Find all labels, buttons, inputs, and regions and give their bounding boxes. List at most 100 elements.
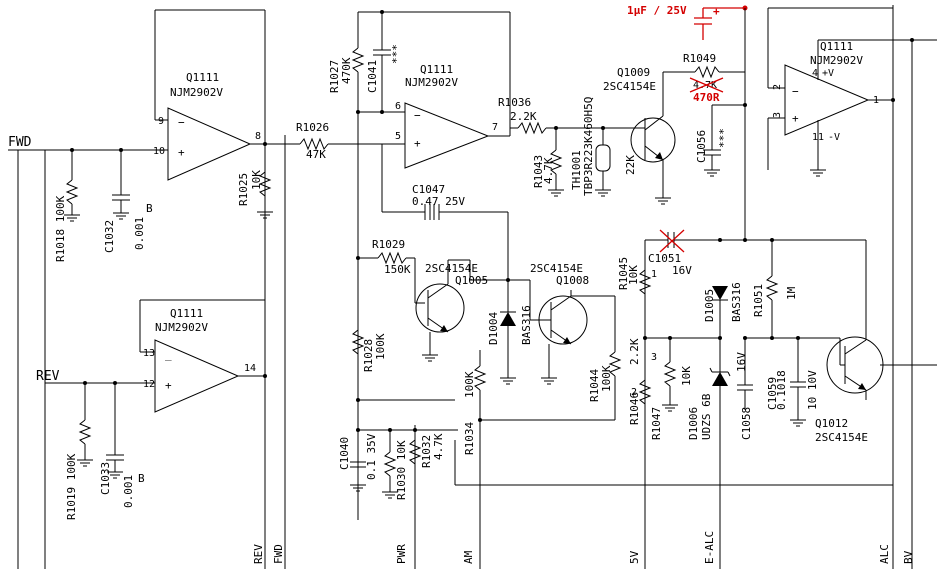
th1001-part-label: TBP3R223K460H5Q	[582, 97, 595, 196]
u3-part-label: NJM2902V	[405, 76, 458, 89]
bus-label-5v: 5V	[628, 550, 641, 564]
capacitor-c1040: C1040 0.1 35V	[338, 428, 458, 492]
u1-part-label: NJM2902V	[170, 86, 223, 99]
rev-input-label: REV	[36, 369, 60, 384]
svg-text:+: +	[792, 112, 799, 125]
c1056-val-label: ***	[717, 128, 730, 148]
r1028-val-label: 100K	[374, 333, 387, 360]
q1009-label: Q1009	[617, 66, 650, 79]
svg-text:−: −	[178, 116, 185, 129]
r1026-val-label: 47K	[306, 148, 326, 161]
u4-part-label: NJM2902V	[810, 54, 863, 67]
resistor-r1032: R1032 4.7K	[408, 428, 445, 468]
pin3-label: 3	[651, 352, 657, 363]
u1-p9-label: 9	[158, 116, 164, 127]
added-capacitor: + 1µF / 25V	[627, 4, 748, 40]
d1006-part-label: UDZS 6B	[700, 393, 713, 440]
r1025-val-label: 10K	[250, 170, 263, 190]
bus-label-pwr: PWR	[395, 544, 408, 564]
r1044-val-label: 100K	[600, 365, 613, 392]
d1005-label: D1005	[703, 289, 716, 322]
diode-d1005: D1005 BAS316	[703, 282, 743, 340]
r1046-label: R1046	[628, 392, 641, 425]
svg-text:_: _	[165, 348, 172, 361]
capacitor-c1051: C1051 16V	[645, 229, 780, 277]
r1049-new-label: 470R	[693, 91, 720, 104]
c1059-label: C1059	[766, 377, 779, 410]
c1033-label: C1033	[99, 462, 112, 495]
r1034-val-label: 100K	[463, 371, 476, 398]
capacitor-c1058: C1058 16V 0.1018	[735, 336, 788, 440]
bus-label-rev: REV	[252, 544, 265, 564]
r1027-label: R1027	[328, 60, 341, 93]
c1033-b-label: B	[138, 472, 145, 485]
opamp-u2: _ + Q1111 NJM2902V 13 12 14	[45, 299, 267, 413]
u4-p1-label: 1	[873, 95, 879, 106]
r1045-label: R1045	[617, 257, 630, 290]
u4-vp-label: +V	[822, 68, 834, 79]
svg-text:+: +	[165, 379, 172, 392]
c1059-val-label: 10 10V	[806, 370, 819, 410]
resistor-r1046: R1046 2.2K 2	[628, 338, 652, 425]
c1047-val-label: 0.47 25V	[412, 195, 465, 208]
opamp-u4: − + Q1111 NJM2902V 2 3 1 4 +V 11 -V	[767, 7, 937, 177]
r1051-val-label: 1M	[785, 286, 798, 300]
d1006-label: D1006	[687, 407, 700, 440]
resistor-r1019: R1019 100K	[65, 383, 93, 520]
capacitor-c1047: C1047 0.47 25V	[381, 144, 509, 280]
opamp-u1: − + Q1111 NJM2902V 9 10 8	[25, 9, 300, 181]
r1047-label: R1047	[650, 407, 663, 440]
c1018-label: 0.1018	[775, 370, 788, 410]
th1001-label: TH1001	[570, 150, 583, 190]
pin2-label: 2	[631, 387, 637, 398]
capacitor-c1033: C1033 0.001 B	[99, 383, 145, 508]
r1029-label: R1029	[372, 238, 405, 251]
c1051-val-label: 16V	[672, 264, 692, 277]
capacitor-c1059: C1059 10 10V	[766, 336, 819, 427]
bus-label-bv: BV	[902, 550, 915, 564]
c1033-val-label: 0.001	[122, 475, 135, 508]
bus-labels: REV FWD PWR AM 5V E-ALC ALC BV	[252, 531, 915, 564]
u3-p6-label: 6	[395, 101, 401, 112]
feedback-network: R1027 470K C1041 ***	[328, 10, 511, 136]
resistor-r1029: R1029 150K	[356, 238, 425, 304]
svg-text:−: −	[414, 109, 421, 122]
r1047-val-label: 10K	[680, 366, 693, 386]
r1027-val-label: 470K	[340, 57, 353, 84]
u2-p12-label: 12	[143, 379, 155, 390]
u2-ref-label: Q1111	[170, 307, 203, 320]
u1-p10-label: 10	[153, 146, 165, 157]
c1040-label: C1040	[338, 437, 351, 470]
resistor-r1049: R1049 4.7K 470R	[663, 52, 745, 104]
svg-text:+: +	[414, 137, 421, 150]
u1-p8-label: 8	[255, 131, 261, 142]
q1009-part-label: 2SC4154E	[603, 80, 656, 93]
bus-label-alc: ALC	[878, 544, 891, 564]
r1036-label: R1036	[498, 96, 531, 109]
u4-vm-label: -V	[828, 132, 840, 143]
resistor-r1051: R1051 1M	[745, 240, 841, 365]
r1032-val-label: 4.7K	[432, 433, 445, 460]
u3-p5-label: 5	[395, 131, 401, 142]
resistor-r1018: R1018 100K	[54, 150, 80, 262]
c1051-label: C1051	[648, 252, 681, 265]
c-note-label: 1µF / 25V	[627, 4, 687, 17]
r1046-val-label: 2.2K	[628, 338, 641, 365]
c1032-b-label: B	[146, 202, 153, 215]
resistor-r1030: R1030 10K	[382, 428, 408, 500]
resistor-r1044: R1044 100K	[588, 351, 622, 420]
r1018-label: R1018 100K	[54, 195, 67, 262]
svg-text:+: +	[713, 5, 720, 18]
transistor-q1009: Q1009 2SC4154E	[603, 66, 676, 205]
capacitor-c1056: C1056 ***	[695, 8, 747, 240]
r1025-label: R1025	[237, 173, 250, 206]
r1030-label: R1030 10K	[395, 440, 408, 500]
u4-p3-label: 3	[772, 112, 783, 118]
r1044-label: R1044	[588, 369, 601, 402]
resistor-r1036: R1036 2.2K	[498, 96, 630, 135]
bus-label-ealc: E-ALC	[703, 531, 716, 564]
d1005-part-label: BAS316	[730, 282, 743, 322]
bus-label-fwd: FWD	[272, 544, 285, 564]
u4-ref-label: Q1111	[820, 40, 853, 53]
